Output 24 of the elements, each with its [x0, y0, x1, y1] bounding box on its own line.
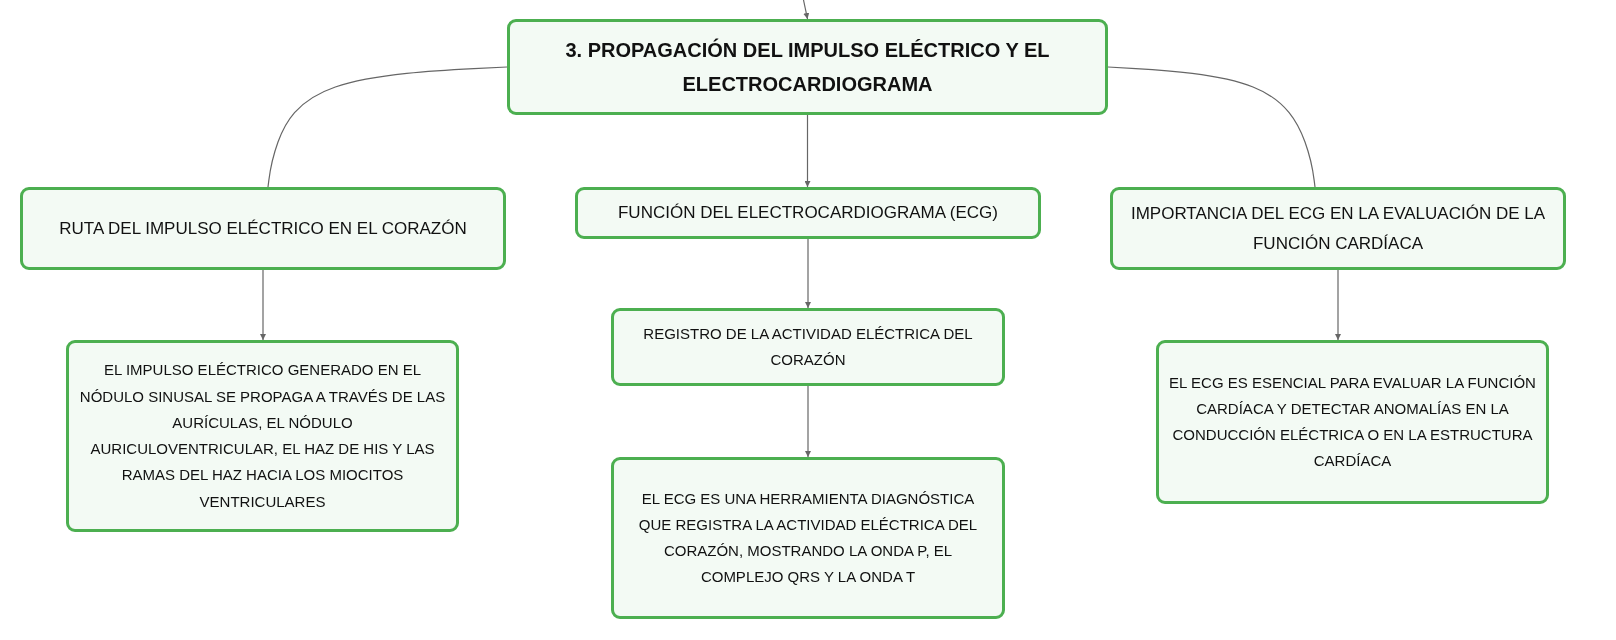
topic-box: [20, 187, 506, 270]
topic-box: [66, 340, 459, 532]
topic-text: FUNCIÓN DEL ELECTROCARDIOGRAMA (ECG): [618, 202, 998, 225]
topic-text: REGISTRO DE LA ACTIVIDAD ELÉCTRICA DEL CORAZÓN: [642, 323, 974, 370]
connector-line: [805, 385, 811, 458]
connector-line: [802, 0, 810, 20]
topic-box: [1110, 187, 1566, 270]
connector-line: [805, 238, 811, 309]
topic-text: EL IMPULSO ELÉCTRICO GENERADO EN EL NÓDULO SINUSAL SE PROPAGA A TRAVÉS DE LAS AURÍCULAS, EL NÓDULO AURICULOVENTRICULAR, EL HAZ DE HIS Y LAS RAMAS DEL HAZ HACIA LOS MIOCITOS VENTRICULARES: [79, 360, 446, 512]
topic-text: IMPORTANCIA DEL ECG EN LA EVALUACIÓN DE LA FUNCIÓN CARDÍACA: [1129, 202, 1547, 255]
topic-box: [507, 19, 1108, 115]
topic-text: RUTA DEL IMPULSO ELÉCTRICO EN EL CORAZÓN: [59, 217, 467, 240]
connector-line: [260, 269, 266, 341]
topic-box: [1156, 340, 1549, 504]
topic-box: [611, 457, 1005, 619]
connector-line: [1335, 269, 1341, 341]
topic-text: 3. PROPAGACIÓN DEL IMPULSO ELÉCTRICO Y EL ELECTROCARDIOGRAMA: [564, 37, 1051, 97]
connector-line: [804, 114, 811, 188]
connector-line: [267, 66, 508, 188]
topic-text: EL ECG ES UNA HERRAMIENTA DIAGNÓSTICA QUE REGISTRA LA ACTIVIDAD ELÉCTRICA DEL CORAZÓN, MOSTRANDO LA ONDA P, EL COMPLEJO QRS Y LA ONDA T: [637, 488, 979, 588]
topic-box: [611, 308, 1005, 386]
topic-text: EL ECG ES ESENCIAL PARA EVALUAR LA FUNCIÓN CARDÍACA Y DETECTAR ANOMALÍAS EN LA CONDUCCIÓN ELÉCTRICA O EN LA ESTRUCTURA CARDÍACA: [1169, 372, 1536, 472]
connector-line: [1107, 66, 1316, 188]
topic-box: [575, 187, 1041, 239]
